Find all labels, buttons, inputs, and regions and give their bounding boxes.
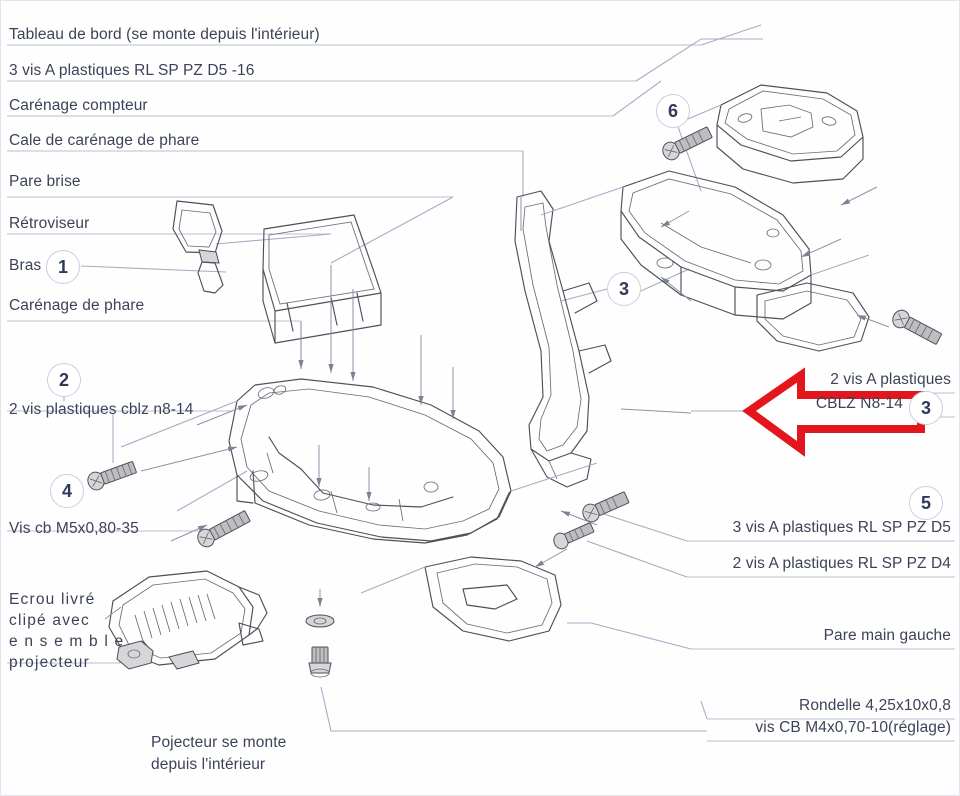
projecteur-note-line-2: depuis l'intérieur	[151, 756, 266, 773]
leader-lines-left	[7, 24, 763, 664]
part-side-flap	[756, 282, 870, 352]
part-screws	[87, 126, 942, 678]
ecrou-line-2: clipé avec	[9, 612, 90, 629]
callout-3-center-number: 3	[618, 278, 629, 299]
callout-3-center[interactable]: 3	[607, 272, 641, 306]
callout-6-number: 6	[667, 100, 678, 121]
part-windscreen	[262, 214, 382, 344]
callout-4[interactable]: 4	[50, 474, 84, 508]
callout-5[interactable]: 5	[909, 486, 943, 520]
label-projecteur-note: Pojecteur se monte depuis l'intérieur	[151, 732, 371, 776]
label-vis-cb-m4: vis CB M4x0,70-10(réglage)	[755, 719, 951, 736]
callout-1-number: 1	[57, 256, 68, 277]
label-pare-brise: Pare brise	[9, 173, 81, 190]
label-carenage-de-phare: Carénage de phare	[9, 297, 145, 314]
part-mirror	[172, 200, 224, 294]
projecteur-note-line-1: Pojecteur se monte	[151, 734, 287, 751]
callout-2[interactable]: 2	[47, 363, 81, 397]
callout-1[interactable]: 1	[46, 250, 80, 284]
assembly-arrows	[104, 186, 890, 620]
part-instrument-cluster	[716, 84, 864, 184]
label-cale-carenage-phare: Cale de carénage de phare	[9, 132, 200, 149]
label-vis-a-plastiques-2: 2 vis A plastiques	[830, 371, 951, 388]
label-retroviseur: Rétroviseur	[9, 215, 90, 232]
label-vis-cb-m5: Vis cb M5x0,80-35	[9, 520, 139, 537]
label-ecrou-livre: Ecrou livré clipé avec e n s e m b l e p…	[9, 589, 127, 673]
callout-3-right-number: 3	[920, 397, 931, 418]
part-hand-guard	[424, 556, 562, 642]
label-vis-d5: 3 vis A plastiques RL SP PZ D5	[732, 519, 951, 536]
label-vis-plastiques-cblz: 2 vis plastiques cblz n8-14	[9, 401, 194, 418]
part-center-bracket	[514, 190, 612, 488]
label-tableau-de-bord: Tableau de bord (se monte depuis l'intér…	[9, 26, 320, 43]
callout-leaders	[63, 112, 702, 401]
part-clip-nut	[116, 640, 154, 670]
label-carenage-compteur: Carénage compteur	[9, 97, 148, 114]
label-vis-d4: 2 vis A plastiques RL SP PZ D4	[732, 555, 951, 572]
ecrou-line-3: e n s e m b l e	[9, 633, 125, 650]
label-bras: Bras	[9, 257, 42, 274]
label-rondelle: Rondelle 4,25x10x0,8	[799, 697, 951, 714]
ecrou-line-4: projecteur	[9, 654, 90, 671]
part-meter-fairing	[620, 170, 812, 320]
callout-6[interactable]: 6	[656, 94, 690, 128]
callout-5-number: 5	[920, 492, 931, 513]
part-headlight-fairing	[228, 378, 512, 544]
label-vis-d5-16: 3 vis A plastiques RL SP PZ D5 -16	[9, 62, 255, 79]
label-cblz-n8-14: CBLZ N8-14	[815, 395, 903, 412]
ecrou-line-1: Ecrou livré	[9, 591, 96, 608]
callout-3-right[interactable]: 3	[909, 391, 943, 425]
callout-2-number: 2	[58, 369, 69, 390]
callout-4-number: 4	[61, 480, 72, 501]
label-pare-main-gauche: Pare main gauche	[823, 627, 951, 644]
